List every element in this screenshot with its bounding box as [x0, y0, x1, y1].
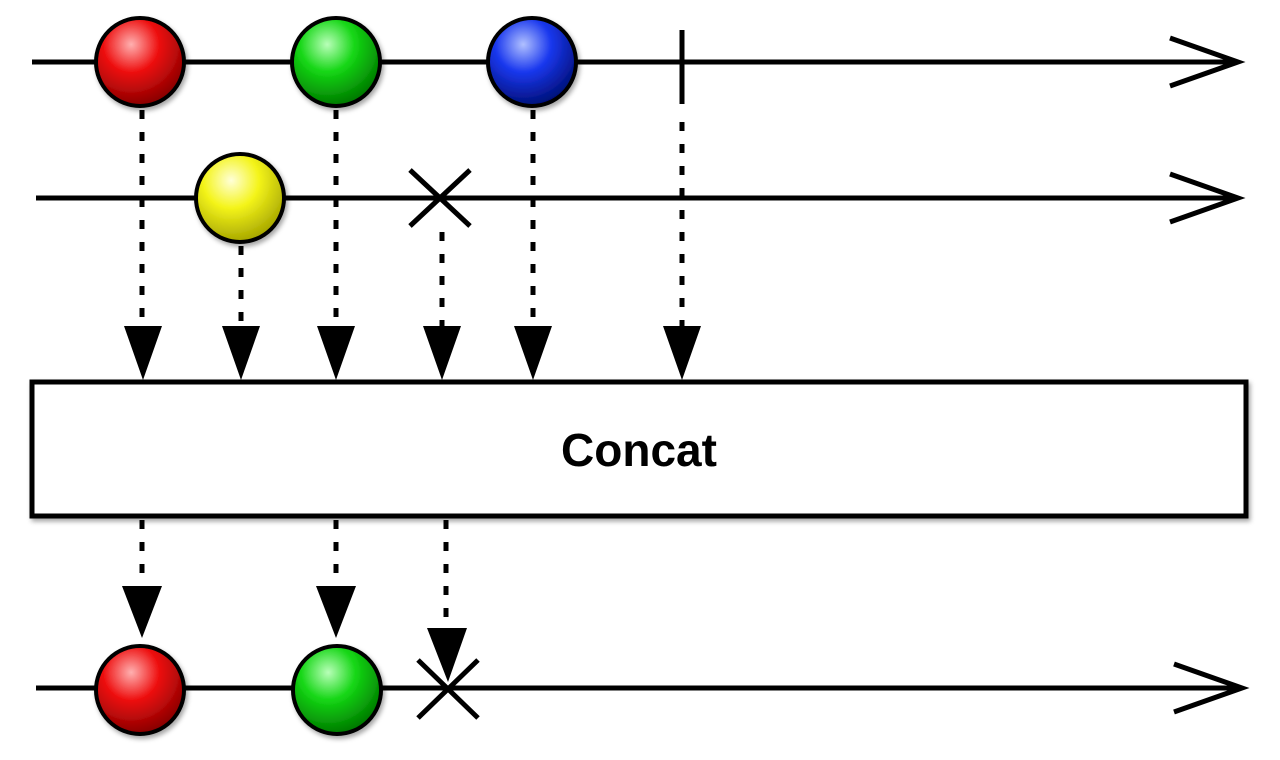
error-mark: [408, 168, 472, 228]
connector-out-error: [427, 520, 467, 682]
connector-blue: [514, 110, 552, 380]
timeline-arrowhead: [1169, 171, 1246, 225]
marble-green: [290, 16, 382, 108]
operator-label: Concat: [561, 424, 717, 476]
connector-error: [423, 232, 461, 380]
operator-box: Concat: [29, 379, 1249, 519]
source-timeline-2: [36, 152, 1246, 244]
marble-blue: [486, 16, 578, 108]
result-timeline: [36, 644, 1250, 736]
input-connectors: [124, 110, 701, 380]
connector-completion: [663, 122, 701, 380]
error-mark: [416, 658, 480, 720]
marble-red: [94, 16, 186, 108]
timeline-arrowhead: [1173, 661, 1250, 715]
marble-green: [291, 644, 383, 736]
connector-green: [317, 110, 355, 380]
timeline-arrowhead: [1169, 35, 1246, 89]
output-connectors: [122, 520, 467, 682]
connector-red: [124, 110, 162, 380]
connector-out-green: [316, 520, 356, 638]
marble-red: [94, 644, 186, 736]
marble-yellow: [194, 152, 286, 244]
source-timeline-1: [32, 16, 1246, 108]
connector-out-red: [122, 520, 162, 638]
connector-yellow: [222, 246, 260, 380]
